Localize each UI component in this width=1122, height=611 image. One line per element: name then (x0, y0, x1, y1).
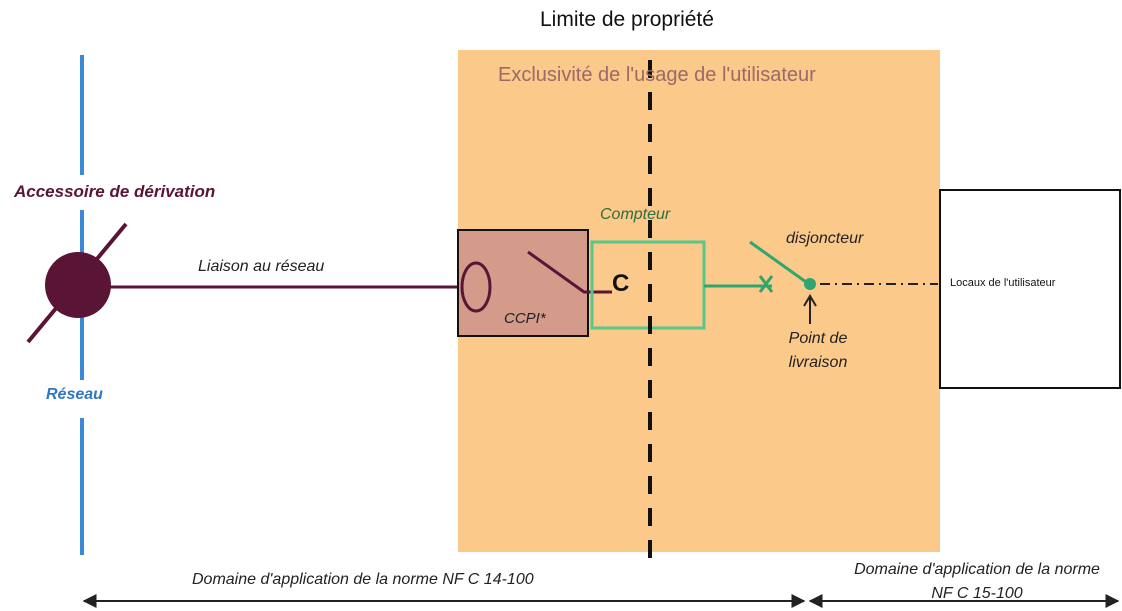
delivery-point-arrow (803, 294, 817, 324)
norm-15100-label: Domaine d'application de la norme NF C 1… (854, 561, 1100, 602)
exclusive-use-title: Exclusivité de l'usage de l'utilisateur (498, 64, 816, 86)
user-premises-box (939, 189, 1121, 389)
branch-connector (26, 222, 128, 344)
network-label: Réseau (46, 386, 103, 403)
branch-accessory-label: Accessoire de dérivation (14, 182, 216, 201)
norm-14100-label: Domaine d'application de la norme NF C 1… (192, 571, 534, 588)
breaker-symbol (749, 240, 816, 290)
meter-label: Compteur (600, 206, 671, 223)
property-limit-title: Limite de propriété (540, 8, 714, 31)
meter-c-label: C (612, 270, 630, 297)
user-premises-label: Locaux de l'utilisateur (950, 277, 1056, 289)
delivery-point-label: Point de livraison (788, 330, 848, 371)
ccpi-label: CCPI* (504, 310, 546, 327)
ccpi-box (457, 229, 612, 337)
breaker-label: disjoncteur (786, 230, 864, 247)
network-link-label: Liaison au réseau (198, 258, 325, 275)
